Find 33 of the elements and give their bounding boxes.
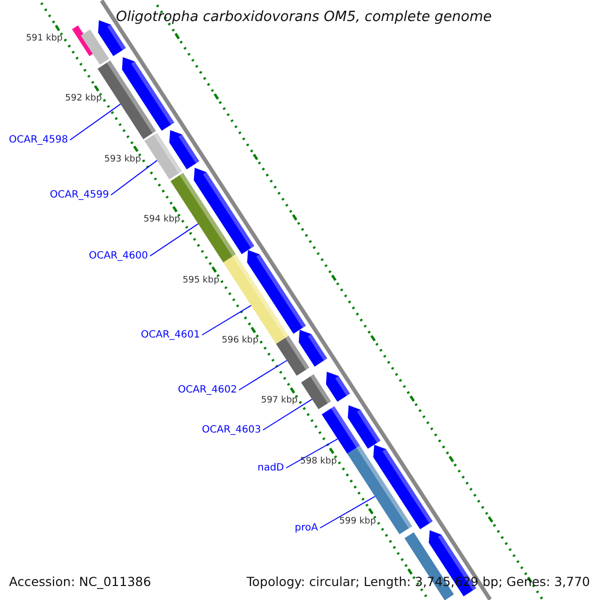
gene-bar xyxy=(223,254,289,344)
scale-label: 594 kbp xyxy=(143,214,180,226)
diagram-title: Oligotropha carboxidovorans OM5, complete genome xyxy=(116,9,492,26)
scale-label: 591 kbp xyxy=(26,33,63,44)
gene-label: OCAR_4600 xyxy=(88,250,148,262)
genome-summary-text: Topology: circular; Length: 3,745,629 bp; Genes: 3,770 xyxy=(246,574,590,589)
gene-bar xyxy=(322,406,360,454)
leader-line xyxy=(70,104,122,140)
scale-label: 592 kbp xyxy=(65,94,102,105)
gene-bar xyxy=(301,374,331,410)
scale-label: 593 kbp xyxy=(104,154,141,166)
scale-label: 596 kbp xyxy=(222,335,258,346)
leader-line xyxy=(150,223,199,256)
leader-line xyxy=(238,360,288,390)
gene-label: proA xyxy=(294,522,318,534)
gene-bar xyxy=(276,336,310,376)
scale-label: 598 kbp xyxy=(300,456,337,468)
gene-label: OCAR_4599 xyxy=(50,188,109,202)
leader-line xyxy=(286,438,338,468)
scale-label: 597 kbp xyxy=(260,396,298,407)
accession-text: Accession: NC_011386 xyxy=(9,574,152,589)
scale-label: 595 kbp xyxy=(182,275,220,286)
leader-line xyxy=(320,496,376,528)
gene-label: OCAR_4598 xyxy=(8,134,68,146)
gene-bar xyxy=(144,132,182,180)
gene-label: nadD xyxy=(257,462,284,474)
leader-line xyxy=(110,160,158,196)
gene-label: OCAR_4603 xyxy=(202,424,261,436)
leader-line xyxy=(202,304,252,336)
leader-line xyxy=(262,398,312,430)
gene-label: OCAR_4601 xyxy=(140,328,200,342)
gene-label: OCAR_4602 xyxy=(178,384,237,396)
scale-label: 599 kbp xyxy=(339,516,376,528)
